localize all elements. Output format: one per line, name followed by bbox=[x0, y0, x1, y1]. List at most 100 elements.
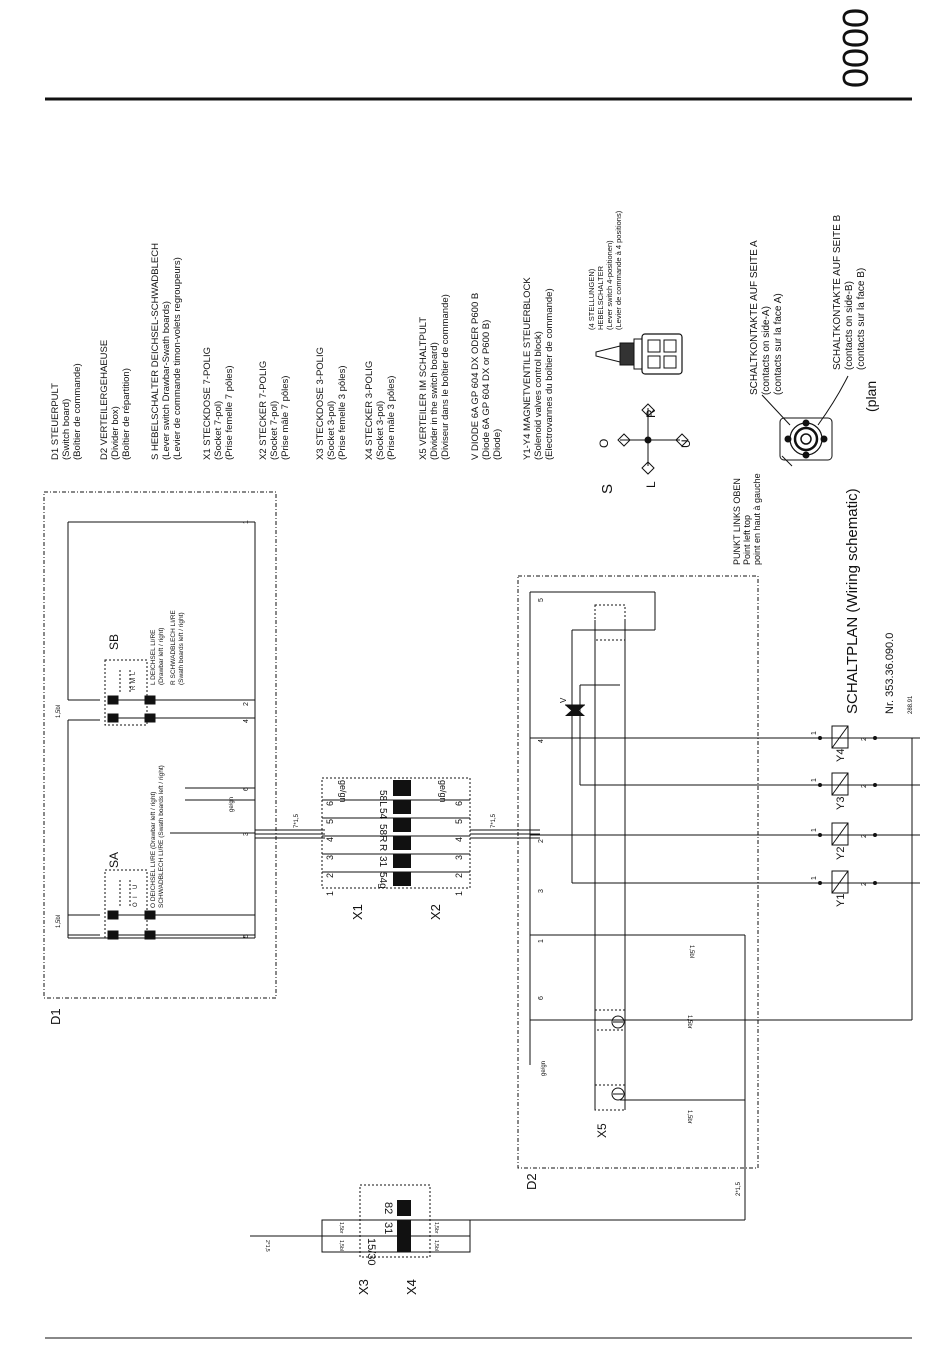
lever-positions-diagram bbox=[617, 403, 689, 475]
x1-term-54g: 54g bbox=[377, 872, 388, 889]
x34-term-31: 31 bbox=[382, 1222, 394, 1234]
d1-wire-gegn: ge/gn bbox=[229, 797, 235, 812]
svg-text:Y1-Y4 MAGNETVENTILE STEUERBLOC: Y1-Y4 MAGNETVENTILE STEUERBLOCK bbox=[522, 277, 533, 460]
svg-text:X3 STECKDOSE 3-POLIG: X3 STECKDOSE 3-POLIG bbox=[315, 347, 326, 460]
d2-label: D2 bbox=[524, 1173, 539, 1190]
svg-text:SCHALTKONTAKTE AUF SEITE B: SCHALTKONTAKTE AUF SEITE B bbox=[832, 214, 843, 370]
svg-text:(Socket 7-pol): (Socket 7-pol) bbox=[213, 401, 224, 460]
svg-text:(Divider in the switch board): (Divider in the switch board) bbox=[429, 342, 440, 460]
sb-label: SB bbox=[107, 634, 121, 650]
y1-pin-2: 2 bbox=[861, 882, 868, 886]
legend-item-x1: X1 STECKDOSE 7-POLIG(Socket 7-pol)(Prise… bbox=[202, 347, 235, 460]
svg-text:(Socket 7-pol): (Socket 7-pol) bbox=[269, 401, 280, 460]
solenoid-valves: Y4 Y3 Y2 Y1 1 2 1 2 1 2 1 2 bbox=[811, 725, 913, 1020]
x2-pin-3: 3 bbox=[454, 855, 464, 860]
y4-label: Y4 bbox=[835, 749, 847, 762]
contacts-side-a: SCHALTKONTAKTE AUF SEITE A (contacts on … bbox=[749, 240, 784, 395]
sb-letter-l: L bbox=[131, 671, 137, 675]
d2-wire-2x15: 2*1,5 bbox=[736, 1181, 742, 1196]
x1-x2-connector: 58L 54 58R R 31 54g ge/gn ge/gn 6 5 4 3 … bbox=[321, 777, 471, 920]
d1-pin-2: 2 bbox=[243, 702, 250, 706]
svg-text:(Diviseur dans le boîtier de c: (Diviseur dans le boîtier de commande) bbox=[440, 294, 451, 460]
svg-text:(Solenoid valves control bloc: (Solenoid valves control block) bbox=[533, 331, 544, 460]
svg-text:S HEBELSCHALTER DEICHSEL-SC: S HEBELSCHALTER DEICHSEL-SCHWADBLECH bbox=[150, 243, 161, 460]
legend-item-x4: X4 STECKER 3-POLIG(Socket 3-pol)(Prise m… bbox=[364, 361, 397, 460]
d2-pin-2: 2 bbox=[538, 839, 545, 843]
point-note: PUNKT LINKS OBEN Point left top point en… bbox=[732, 473, 762, 565]
lever-pos-l: L bbox=[644, 481, 658, 488]
svg-text:(Drawbar left / right): (Drawbar left / right) bbox=[158, 628, 165, 685]
page-code: 0000 bbox=[835, 8, 876, 88]
x1-label: X1 bbox=[350, 904, 365, 920]
d1-wire-15bl-top: 1,5bl bbox=[56, 705, 62, 718]
svg-text:V DIODE 6A GP 604 DX ODER P: V DIODE 6A GP 604 DX ODER P600 B bbox=[470, 293, 481, 460]
sa-letter-o: O bbox=[133, 902, 139, 907]
x1-pin-6: 6 bbox=[325, 801, 335, 806]
svg-text:SCHALTKONTAKTE AUF SEITE A: SCHALTKONTAKTE AUF SEITE A bbox=[749, 240, 760, 395]
x34-term-1530: 15/30 bbox=[365, 1238, 377, 1266]
svg-text:(contacts sur la face A): (contacts sur la face A) bbox=[773, 293, 784, 395]
legend-item-y: Y1-Y4 MAGNETVENTILE STEUERBLOCK(Solenoid… bbox=[522, 277, 555, 460]
svg-text:HEBELSCHALTER: HEBELSCHALTER bbox=[596, 265, 605, 330]
svg-text:X5 VERTEILER IM SCHALTPULT: X5 VERTEILER IM SCHALTPULT bbox=[418, 317, 429, 460]
sa-switch: SA O I U O DEICHSEL LI/RE (Drawbar left … bbox=[104, 765, 165, 940]
contacts-side-b: SCHALTKONTAKTE AUF SEITE B (contacts on … bbox=[832, 214, 867, 370]
schematic-title: SCHALTPLAN (Wiring schematic) bbox=[844, 488, 861, 714]
x3-cable-2x15: 2*1,5 bbox=[264, 1240, 270, 1252]
svg-text:R SCHWADBLECH LI/RE: R SCHWADBLECH LI/RE bbox=[170, 609, 177, 685]
legend-item-v: V DIODE 6A GP 604 DX ODER P600 B(Diode 6… bbox=[470, 293, 503, 460]
y4-pin-1: 1 bbox=[811, 731, 818, 735]
svg-text:(Divider box): (Divider box) bbox=[110, 406, 121, 460]
x2-pin-4: 4 bbox=[454, 837, 464, 842]
x1-term-54: 54 bbox=[377, 808, 388, 820]
y1-pin-1: 1 bbox=[811, 876, 818, 880]
y3-pin-1: 1 bbox=[811, 778, 818, 782]
x1-term-58l: 58L bbox=[377, 790, 388, 807]
x4-label: X4 bbox=[404, 1279, 419, 1295]
d1-wire-15bl-bottom: 1,5bl bbox=[56, 915, 62, 928]
d1-pin-5: 5 bbox=[243, 934, 250, 938]
x2-pin-1: 1 bbox=[454, 891, 464, 896]
svg-text:(Prise femelle 3 pôles): (Prise femelle 3 pôles) bbox=[337, 365, 348, 460]
svg-text:(contacts sur la face B): (contacts sur la face B) bbox=[856, 268, 867, 370]
x2-pin-6: 6 bbox=[454, 801, 464, 806]
lever-symbol-s: S bbox=[599, 484, 616, 494]
x2-wire-gegn: ge/gn bbox=[438, 780, 448, 803]
sb-letter-m: M bbox=[131, 678, 137, 683]
x3-wire-br: 1,5br bbox=[338, 1222, 344, 1234]
svg-text:(Diode): (Diode) bbox=[492, 429, 503, 460]
d2-pin-6: 6 bbox=[538, 996, 545, 1000]
lever-pos-u: U bbox=[679, 439, 693, 448]
x34-term-82: 82 bbox=[382, 1202, 394, 1214]
svg-text:(Boîtier de commande): (Boîtier de commande) bbox=[72, 363, 83, 460]
d2-wire-gegn: ge/gn bbox=[541, 1061, 547, 1076]
legend: D1 STEUERPULT(Switch board)(Boîtier de c… bbox=[50, 243, 555, 460]
title-prefix: (plan bbox=[863, 381, 879, 412]
svg-text:X1 STECKDOSE 7-POLIG: X1 STECKDOSE 7-POLIG bbox=[202, 347, 213, 460]
d2-wire-15bl: 1,5bl bbox=[688, 945, 694, 958]
svg-text:(Levier de commande à 4 positi: (Levier de commande à 4 positions) bbox=[614, 210, 623, 330]
d2-wire-15br-2: 1,5br bbox=[686, 1110, 692, 1124]
x4-wire-br: 1,5br bbox=[433, 1222, 439, 1234]
d1-pin-1: 1 bbox=[243, 520, 250, 524]
y4-pin-2: 2 bbox=[861, 737, 868, 741]
svg-text:O DEICHSEL LI/RE (Drawbar left: O DEICHSEL LI/RE (Drawbar left / right) bbox=[150, 792, 157, 908]
svg-text:(Lever switch 4-positionen): (Lever switch 4-positionen) bbox=[605, 240, 614, 330]
switch-face-icon bbox=[761, 375, 849, 467]
d1-pin-4: 4 bbox=[243, 719, 250, 723]
x2-pin-5: 5 bbox=[454, 819, 464, 824]
cable-7x15-right: 7*1,5 bbox=[491, 813, 497, 828]
d1-label: D1 bbox=[48, 1008, 63, 1025]
ground-symbol-icon bbox=[611, 1015, 625, 1101]
svg-text:(Boîtier de répartition): (Boîtier de répartition) bbox=[121, 368, 132, 460]
d2-pin-4: 4 bbox=[538, 739, 545, 743]
d2-divider-box: D2 V bbox=[517, 575, 920, 1220]
cable-bundles bbox=[255, 829, 540, 839]
svg-text:(Diode 6A GP 604 DX or P600 B): (Diode 6A GP 604 DX or P600 B) bbox=[481, 320, 492, 460]
x5-label: X5 bbox=[595, 1123, 609, 1138]
lever-pos-r: R bbox=[644, 409, 658, 418]
y3-pin-2: 2 bbox=[861, 784, 868, 788]
diode-v: V bbox=[559, 697, 585, 716]
svg-text:(contacts on side-B): (contacts on side-B) bbox=[844, 281, 855, 370]
